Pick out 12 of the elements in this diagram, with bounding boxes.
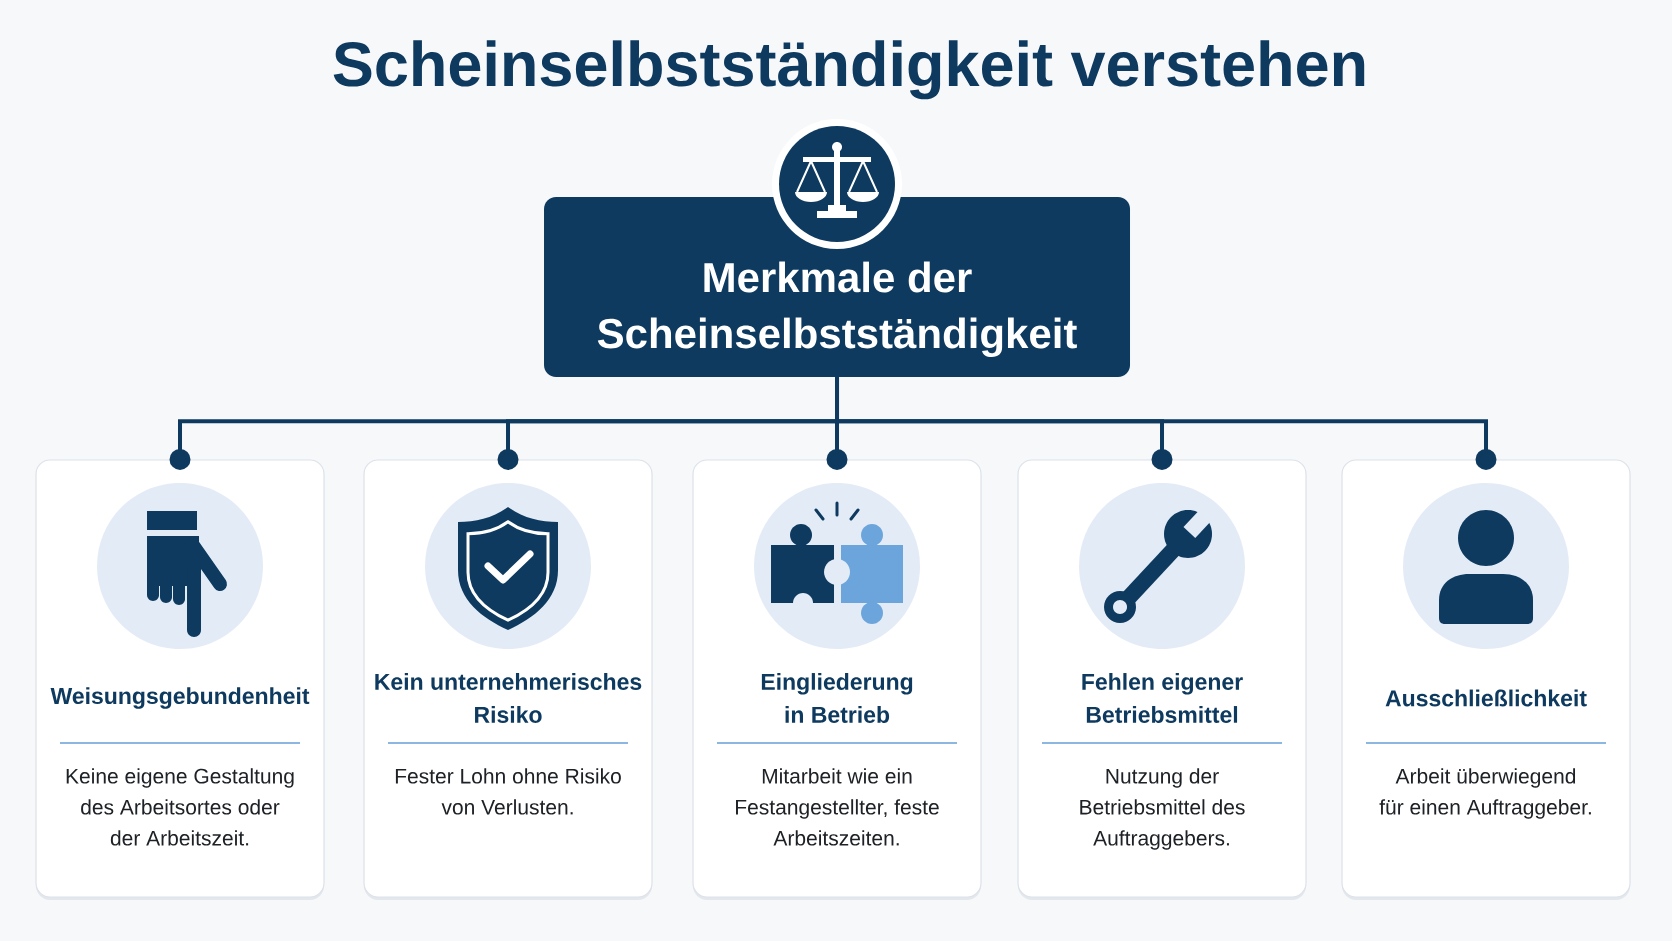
card-text: Keine eigene Gestaltung des Arbeitsortes oder der Arbeitszeit. bbox=[66, 768, 294, 846]
card-heading: Fehlen eigener Betriebsmittel bbox=[1082, 673, 1243, 723]
title: Scheinselbstständigkeit verstehen bbox=[333, 40, 1365, 100]
connector bbox=[835, 377, 1497, 470]
card-text: Mitarbeit wie ein Festangestellter, feste Arbeitszeiten. bbox=[736, 768, 939, 846]
card-text: Arbeit überwiegend für einen Auftraggeber. bbox=[1379, 768, 1591, 819]
card-heading: Eingliederung in Betrieb bbox=[761, 673, 913, 723]
card-heading: Weisungsgebundenheit bbox=[50, 687, 310, 709]
card-text: Fester Lohn ohne Risiko von Verlusten. bbox=[395, 768, 621, 815]
card-heading: Ausschließlichkeit bbox=[1385, 689, 1587, 707]
card-text: Nutzung der Betriebsmittel des Auftraggebers. bbox=[1080, 768, 1245, 850]
card-heading: Kein unternehmerisches Risiko bbox=[375, 673, 642, 723]
